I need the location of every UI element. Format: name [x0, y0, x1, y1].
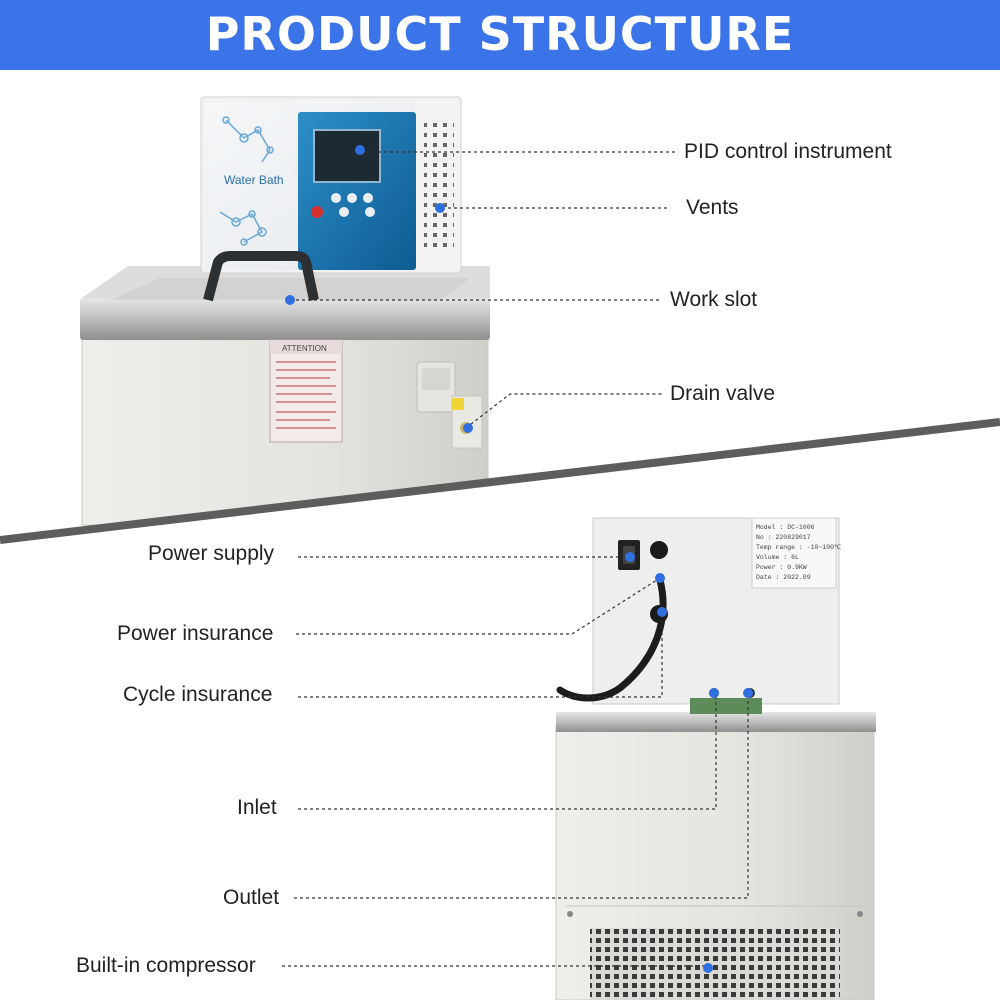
nameplate: [751, 517, 837, 589]
pid-marker: [355, 145, 365, 155]
section-divider: [0, 418, 1000, 544]
drain-valve-marker: [463, 423, 473, 433]
cycle-insurance-marker: [657, 607, 667, 617]
circuit-board: [690, 698, 762, 714]
lid-handle: [203, 251, 319, 302]
callout-markers: [285, 145, 753, 973]
nameplate-line: No : 220829017: [756, 534, 811, 541]
outlet-label: Outlet: [223, 886, 280, 909]
nameplate-line: Power : 0.9KW: [756, 564, 807, 571]
compressor-grille: [590, 928, 840, 1000]
compressor-marker: [703, 963, 713, 973]
outlet-marker: [743, 688, 753, 698]
built-in-compressor-label: Built-in compressor: [76, 954, 256, 977]
water-bath-device: [80, 96, 490, 526]
nameplate-text: Model : DC-1006 No : 220829017 Temp rang…: [756, 524, 842, 581]
inlet-marker: [709, 688, 719, 698]
nameplate-line: Temp range : -10~100℃: [756, 544, 842, 551]
constellation-decoration: [219, 116, 274, 246]
work-slot-marker: [285, 295, 295, 305]
power-fuse-icon: [650, 541, 668, 559]
control-head: [200, 96, 462, 274]
callout-leader-lines: [282, 151, 749, 967]
drain-valve-label: Drain valve: [670, 382, 776, 405]
power-insurance-leader-line: [296, 577, 661, 635]
nameplate-line: Date : 2022.09: [756, 574, 811, 581]
panel-button-icon: [365, 207, 375, 217]
chiller-rear-device: [555, 517, 876, 1000]
vents-marker: [435, 203, 445, 213]
warning-title-text: ATTENTION: [282, 344, 327, 353]
panel-button-icon: [331, 193, 341, 203]
inlet-label: Inlet: [237, 796, 277, 819]
drain-valve-leader-line: [465, 393, 662, 429]
cycle-insurance-leader-line: [298, 614, 663, 698]
warning-sticker: [269, 339, 343, 443]
work-slot-lid: [80, 298, 490, 340]
nameplate-line: Volume : 6L: [756, 554, 799, 561]
panel-button-icon: [339, 207, 349, 217]
outlet-leader-line: [294, 693, 749, 899]
panel-button-icon: [363, 193, 373, 203]
pid-control-instrument-label: PID control instrument: [684, 140, 892, 163]
panel-button-icon: [347, 193, 357, 203]
page-title: PRODUCT STRUCTURE: [205, 7, 795, 61]
power-supply-marker: [625, 552, 635, 562]
power-supply-label: Power supply: [148, 542, 275, 565]
warning-text-lines: [276, 361, 336, 429]
power-insurance-marker: [655, 573, 665, 583]
title-banner: [0, 0, 1000, 70]
display-screen: [313, 129, 381, 183]
vents-label: Vents: [686, 196, 739, 219]
work-slot-label: Work slot: [670, 288, 758, 311]
inlet-leader-line: [298, 693, 717, 810]
cycle-insurance-label: Cycle insurance: [123, 683, 273, 706]
power-button-icon: [311, 206, 323, 218]
power-insurance-label: Power insurance: [117, 622, 274, 645]
nameplate-line: Model : DC-1006: [756, 524, 815, 531]
drain-valve-sticker: [452, 398, 464, 410]
panel-brand-text: Water Bath: [224, 173, 284, 187]
vent-grille: [424, 120, 454, 250]
